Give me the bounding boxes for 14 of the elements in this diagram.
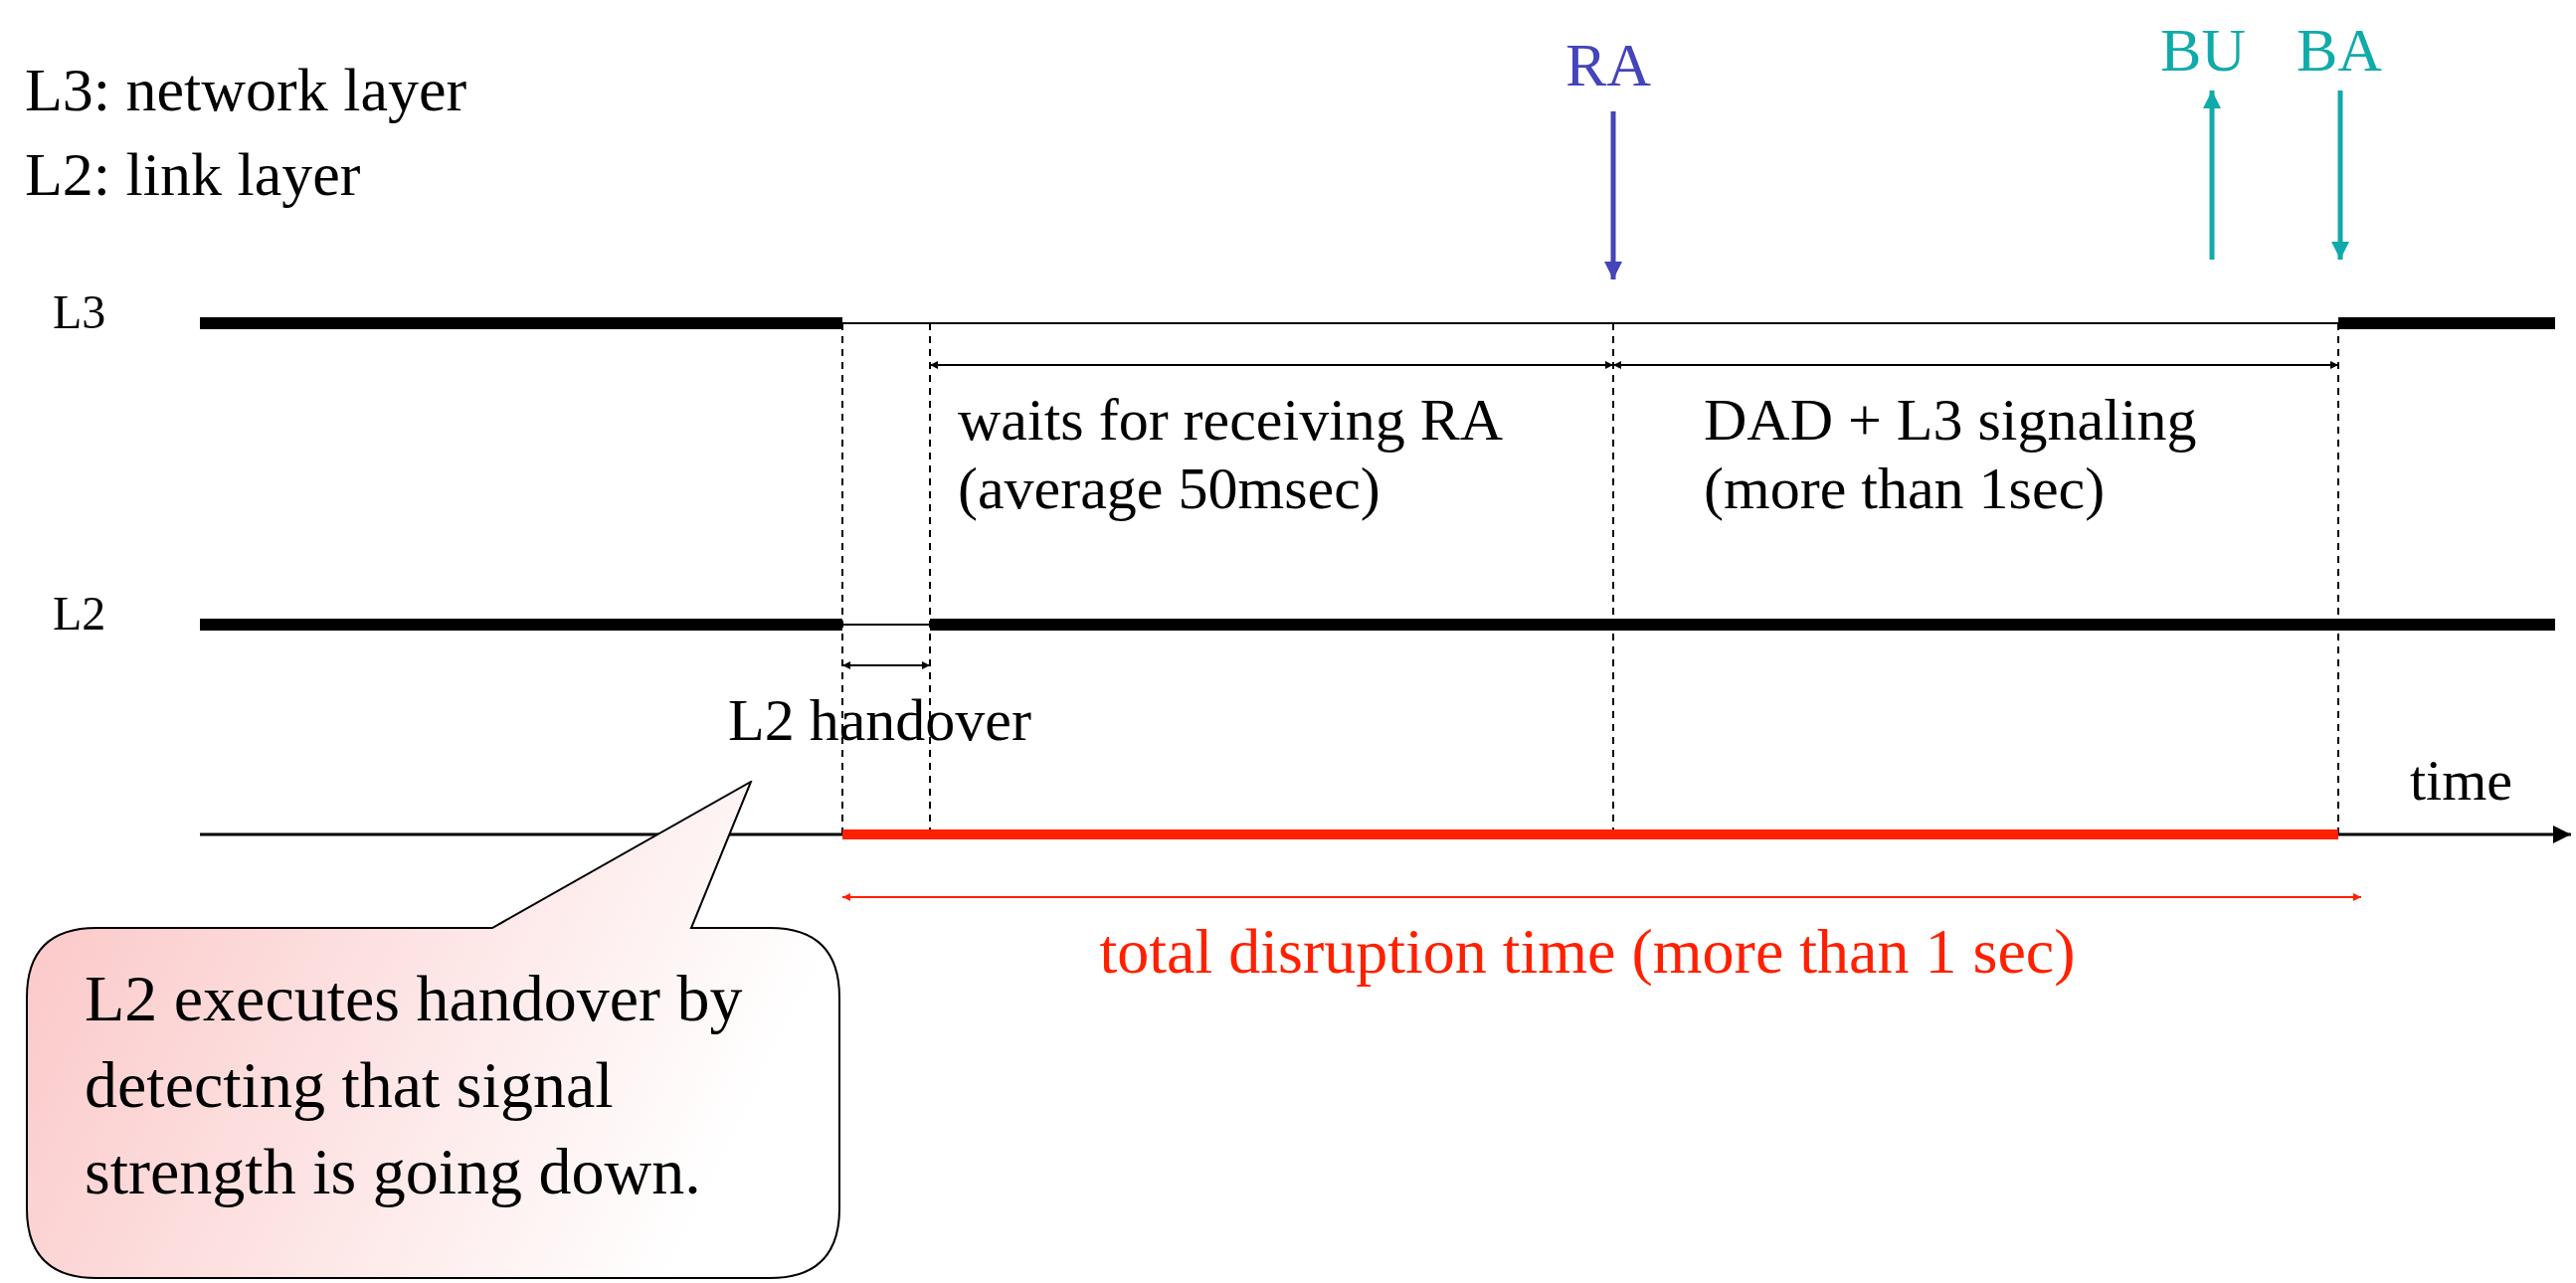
interval-label: total disruption time (more than 1 sec) bbox=[1099, 915, 2076, 989]
legend-note: L3: network layer bbox=[25, 55, 467, 125]
signal-label: BA bbox=[2296, 15, 2383, 86]
interval-label: DAD + L3 signaling (more than 1sec) bbox=[1704, 386, 2198, 523]
legend-note: L2: link layer bbox=[25, 139, 361, 210]
interval-label: waits for receiving RA (average 50msec) bbox=[958, 386, 1502, 523]
axis-label: time bbox=[2410, 748, 2513, 815]
signal-label: RA bbox=[1564, 30, 1652, 100]
callout-text: L2 executes handover by detecting that signal strength is going down. bbox=[85, 961, 744, 1209]
layer-label: L2 bbox=[53, 586, 106, 642]
layer-label: L3 bbox=[53, 284, 106, 340]
speech-bubble bbox=[25, 781, 842, 1281]
signal-label: BU bbox=[2159, 15, 2247, 86]
interval-label: L2 handover bbox=[728, 686, 1031, 755]
